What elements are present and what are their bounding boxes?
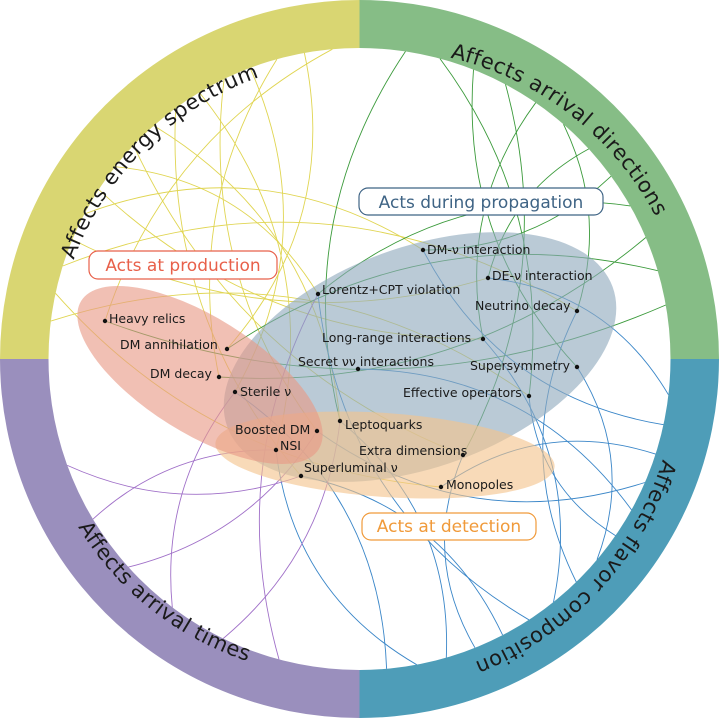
item-label: Long-range interactions [322,330,471,345]
item-long-range: Long-range interactions [322,330,485,345]
item-label: Monopoles [446,477,513,492]
item-label: Lorentz+CPT violation [322,282,460,297]
item-supersymmetry: Supersymmetry [470,358,579,373]
production-label-box: Acts at production [89,251,277,279]
item-leptoquarks: Leptoquarks [338,417,423,432]
item-label: Neutrino decay [475,298,571,313]
connection-curve [301,476,503,635]
item-label: Sterile ν [240,384,291,399]
item-secret-nunu: Secret νν interactions [298,354,434,371]
item-dm-nu-interaction: DM-ν interaction [421,242,531,257]
propagation-label: Acts during propagation [379,193,584,213]
item-label: Effective operators [403,385,522,400]
detection-label: Acts at detection [377,517,521,537]
item-dm-annihilation: DM annihilation [120,337,229,352]
item-sterile-nu: Sterile ν [233,384,291,399]
item-de-nu-interaction: DE-ν interaction [486,268,593,283]
propagation-label-box: Acts during propagation [359,188,603,215]
item-label: DM annihilation [120,337,218,352]
item-lorentz-cpt: Lorentz+CPT violation [316,282,460,297]
production-label: Acts at production [105,256,260,276]
item-boosted-dm: Boosted DM [235,422,319,437]
item-label: DM decay [150,366,213,381]
connection-curve [577,367,612,560]
item-neutrino-decay: Neutrino decay [475,298,579,313]
item-label: Secret νν interactions [298,354,434,369]
item-label: DE-ν interaction [492,268,593,283]
detection-label-box: Acts at detection [362,513,536,540]
item-label: Boosted DM [235,422,310,437]
item-effective-operators: Effective operators [403,385,531,400]
item-heavy-relics: Heavy relics [103,311,186,326]
item-extra-dimensions: Extra dimensions [359,443,467,458]
item-dm-decay: DM decay [150,366,221,381]
item-label: Extra dimensions [359,443,467,458]
item-label: Superluminal ν [304,460,398,475]
item-label: Supersymmetry [470,358,571,373]
item-monopoles: Monopoles [439,477,513,492]
item-label: Heavy relics [109,311,185,326]
item-label: Leptoquarks [345,417,422,432]
item-label: NSI [280,438,301,453]
item-label: DM-ν interaction [427,242,530,257]
